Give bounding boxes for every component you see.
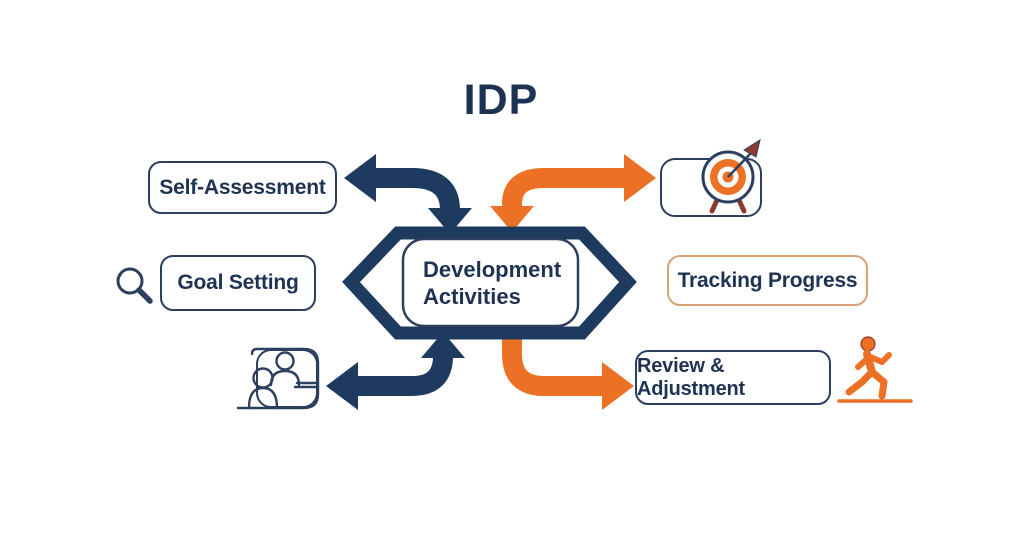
tracking-progress-label: Tracking Progress — [677, 268, 858, 292]
arrow-center-to-target — [490, 154, 656, 232]
target-icon — [701, 138, 761, 214]
tracking-progress-box: Tracking Progress — [667, 255, 868, 306]
magnifier-icon — [116, 267, 153, 304]
arrow-center-to-review — [502, 334, 634, 410]
development-activities-node: Development Activities — [403, 256, 579, 312]
center-hexagon — [342, 226, 637, 340]
self-assessment-box: Self-Assessment — [148, 161, 337, 214]
people-icon — [236, 347, 320, 410]
walking-person-icon — [837, 336, 913, 403]
review-adjustment-box: Review & Adjustment — [635, 350, 831, 405]
self-assessment-label: Self-Assessment — [159, 175, 326, 199]
review-adjustment-label: Review & Adjustment — [637, 354, 746, 400]
diagram-title: IDP — [463, 76, 539, 124]
development-activities-line2: Activities — [423, 284, 521, 309]
arrow-center-to-people — [326, 332, 465, 410]
goal-setting-box: Goal Setting — [160, 255, 316, 311]
goal-setting-label: Goal Setting — [177, 271, 299, 294]
development-activities-line1: Development — [423, 257, 562, 282]
arrow-center-to-self-assessment — [344, 154, 472, 234]
